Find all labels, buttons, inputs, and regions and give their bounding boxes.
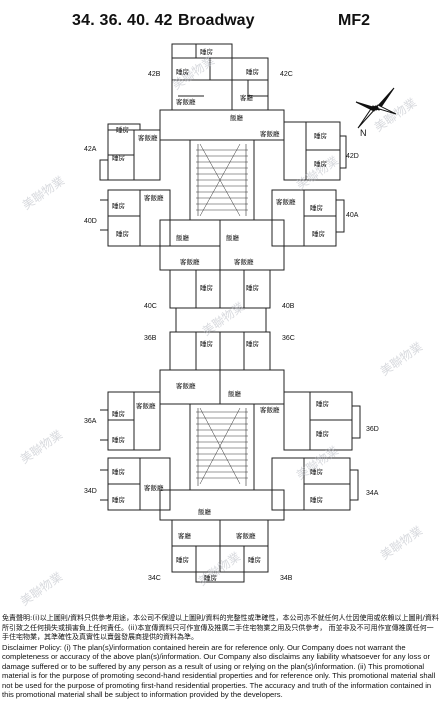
svg-text:美聯物業: 美聯物業 — [20, 173, 67, 212]
svg-text:睡房: 睡房 — [116, 229, 129, 238]
svg-text:美聯物業: 美聯物業 — [196, 549, 243, 588]
address-numbers: 34. 36. 40. 42 — [72, 12, 173, 29]
north-arrow-icon: N — [355, 87, 397, 138]
unit-40c: 40C — [144, 303, 157, 310]
unit-42a: 42A — [84, 146, 97, 153]
svg-text:飯廳: 飯廳 — [230, 113, 244, 122]
svg-text:睡房: 睡房 — [200, 47, 213, 56]
svg-text:睡房: 睡房 — [112, 153, 125, 162]
unit-34a: 34A — [366, 490, 379, 497]
svg-text:睡房: 睡房 — [112, 201, 125, 210]
svg-text:客飯廳: 客飯廳 — [260, 129, 280, 138]
svg-text:飯廳: 飯廳 — [228, 389, 242, 398]
svg-text:客飯廳: 客飯廳 — [234, 257, 254, 266]
svg-text:客飯廳: 客飯廳 — [180, 257, 200, 266]
street-name: Broadway — [178, 12, 255, 29]
svg-text:睡房: 睡房 — [246, 283, 259, 292]
floor-plan-drawing: 美聯物業 美聯物業 美聯物業 美聯物業 美聯物業 美聯物業 美聯物業 美聯物業 … — [18, 43, 425, 608]
svg-text:睡房: 睡房 — [204, 573, 217, 582]
unit-40a: 40A — [346, 212, 359, 219]
svg-text:客飯廳: 客飯廳 — [138, 133, 158, 142]
stair-hatch-bottom — [196, 407, 248, 486]
svg-text:睡房: 睡房 — [316, 429, 329, 438]
svg-text:睡房: 睡房 — [316, 399, 329, 408]
svg-text:客飯廳: 客飯廳 — [144, 483, 164, 492]
unit-labels: 42B 42C 42A 42D 40D 40A 40C 40B 36B 36C … — [84, 71, 379, 582]
header: 34. 36. 40. 42 Broadway MF2 — [0, 8, 443, 36]
svg-text:睡房: 睡房 — [314, 131, 327, 140]
svg-text:睡房: 睡房 — [176, 67, 189, 76]
svg-text:美聯物業: 美聯物業 — [378, 523, 425, 562]
svg-text:飯廳: 飯廳 — [176, 233, 190, 242]
svg-text:睡房: 睡房 — [200, 339, 213, 348]
disclaimer: 免責聲明:(i)以上圖則/資料只供參考用途，本公司不保證以上圖則/資料的完整性或… — [2, 614, 440, 700]
unit-40b: 40B — [282, 303, 295, 310]
svg-text:睡房: 睡房 — [112, 467, 125, 476]
svg-text:客廳: 客廳 — [240, 93, 254, 102]
svg-text:睡房: 睡房 — [310, 467, 323, 476]
room-labels: 睡房 睡房 睡房 客廳 客飯廳 飯廳 睡房 客飯廳 睡房 客飯廳 睡房 睡房 睡… — [112, 47, 329, 582]
svg-text:睡房: 睡房 — [310, 203, 323, 212]
svg-text:客飯廳: 客飯廳 — [136, 401, 156, 410]
svg-text:睡房: 睡房 — [112, 435, 125, 444]
svg-text:美聯物業: 美聯物業 — [294, 443, 341, 482]
unit-42c: 42C — [280, 71, 293, 78]
svg-text:睡房: 睡房 — [112, 409, 125, 418]
svg-text:睡房: 睡房 — [112, 495, 125, 504]
unit-36c: 36C — [282, 335, 295, 342]
svg-text:睡房: 睡房 — [246, 339, 259, 348]
svg-text:飯廳: 飯廳 — [226, 233, 240, 242]
svg-text:睡房: 睡房 — [314, 159, 327, 168]
svg-text:美聯物業: 美聯物業 — [18, 427, 65, 466]
unit-42d: 42D — [346, 153, 359, 160]
unit-34b: 34B — [280, 575, 293, 582]
unit-34c: 34C — [148, 575, 161, 582]
svg-text:美聯物業: 美聯物業 — [378, 339, 425, 378]
disclaimer-zh: 免責聲明:(i)以上圖則/資料只供參考用途，本公司不保證以上圖則/資料的完整性或… — [2, 614, 439, 641]
svg-text:美聯物業: 美聯物業 — [18, 569, 65, 608]
svg-text:客飯廳: 客飯廳 — [236, 531, 256, 540]
svg-text:客飯廳: 客飯廳 — [176, 97, 196, 106]
unit-36d: 36D — [366, 426, 379, 433]
svg-text:睡房: 睡房 — [246, 67, 259, 76]
svg-text:客飯廳: 客飯廳 — [276, 197, 296, 206]
north-label: N — [360, 128, 367, 138]
unit-40d: 40D — [84, 218, 97, 225]
unit-42b: 42B — [148, 71, 161, 78]
svg-text:美聯物業: 美聯物業 — [200, 299, 247, 338]
svg-text:睡房: 睡房 — [176, 555, 189, 564]
svg-text:睡房: 睡房 — [248, 555, 261, 564]
unit-36a: 36A — [84, 418, 97, 425]
unit-34d: 34D — [84, 488, 97, 495]
svg-text:睡房: 睡房 — [200, 283, 213, 292]
floor-code: MF2 — [338, 12, 370, 29]
svg-text:飯廳: 飯廳 — [198, 507, 212, 516]
svg-text:睡房: 睡房 — [310, 495, 323, 504]
svg-text:客廳: 客廳 — [178, 531, 192, 540]
svg-text:客飯廳: 客飯廳 — [260, 405, 280, 414]
svg-text:睡房: 睡房 — [116, 125, 129, 134]
unit-36b: 36B — [144, 335, 157, 342]
disclaimer-en: Disclaimer Policy: (i) The plan(s)/infor… — [2, 642, 436, 700]
svg-text:客飯廳: 客飯廳 — [144, 193, 164, 202]
svg-text:睡房: 睡房 — [312, 229, 325, 238]
svg-text:客飯廳: 客飯廳 — [176, 381, 196, 390]
stair-hatch-top — [196, 143, 248, 217]
